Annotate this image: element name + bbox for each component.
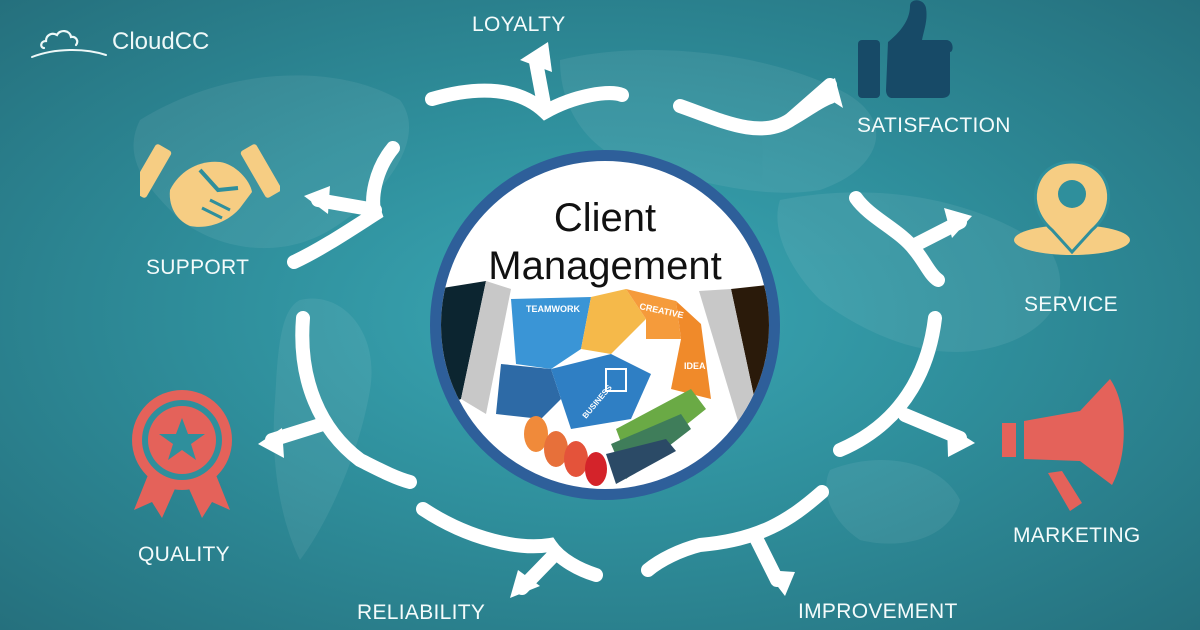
puzzle-handshake-illustration: TEAMWORK CREATIVE IDEA BUSINESS: [441, 281, 769, 486]
award-ribbon-icon: [132, 390, 232, 518]
node-improvement: IMPROVEMENT: [798, 600, 958, 623]
brand-logo[interactable]: CloudCC: [30, 24, 209, 60]
client-management-hub: Client Management TEAMWORK CREATIVE IDEA…: [430, 150, 780, 500]
hub-title-line2: Management: [488, 244, 722, 288]
brand-name: CloudCC: [112, 28, 210, 55]
node-reliability: RELIABILITY: [357, 601, 486, 624]
cloud-icon: [31, 30, 107, 58]
node-support: SUPPORT: [146, 256, 250, 279]
node-satisfaction: SATISFACTION: [857, 114, 1011, 137]
thumbs-up-icon: [858, 0, 953, 98]
teamwork-label: TEAMWORK: [526, 304, 580, 314]
node-loyalty: LOYALTY: [472, 13, 566, 36]
hub-title-line1: Client: [553, 196, 657, 240]
map-pin-icon: [1014, 160, 1130, 255]
node-quality: QUALITY: [138, 543, 230, 566]
idea-label: IDEA: [684, 361, 706, 371]
node-service: SERVICE: [1024, 293, 1118, 316]
megaphone-icon: [1002, 379, 1124, 511]
node-marketing: MARKETING: [1013, 524, 1141, 547]
handshake-icon: [140, 144, 280, 227]
